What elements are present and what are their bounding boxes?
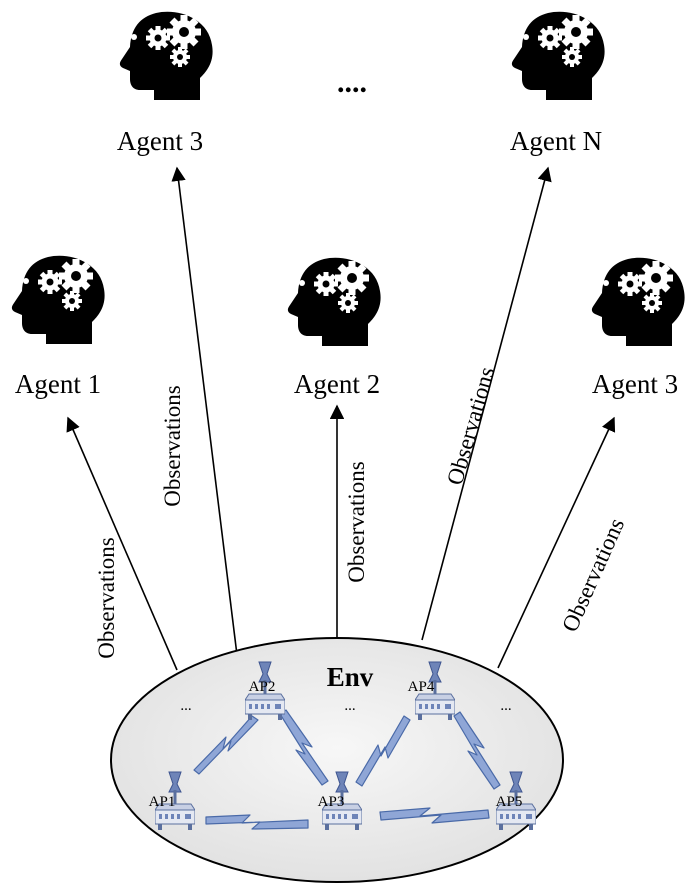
arrow-to-agent-1 [66,416,178,671]
wireless-links [193,709,501,830]
agent-row-left-label: Agent 1 [15,369,101,399]
access-point-ap4: AP4 [408,661,455,721]
agents-ellipsis: .... [337,66,367,99]
agent-row-right-label: Agent 3 [592,369,678,399]
observation-label-5: Observations [557,514,629,635]
agent-top-right-label: Agent N [510,126,602,156]
environment-title: Env [327,662,374,692]
agent-row-left-icon [11,255,105,344]
access-point-ap5: AP5 [496,771,536,831]
link-ap1-ap3 [205,814,309,830]
agent-row-center-icon [287,257,381,346]
link-ap4-ap5 [453,711,501,790]
observation-label-3: Observations [344,461,369,582]
agent-row-center-label: Agent 2 [294,369,380,399]
ap-label: AP5 [496,794,523,810]
link-ap2-ap3 [279,709,329,786]
agent-row-right-icon [591,257,685,346]
observation-arrows [66,166,616,671]
arrow-to-agent-3-top [171,166,238,656]
ap-label: AP2 [249,679,276,695]
env-ellipsis-3: ... [500,698,511,714]
access-point-ap3: AP3 [318,771,362,831]
env-ellipsis-1: ... [180,698,191,714]
env-ellipsis-2: ... [344,698,355,714]
ap-label: AP1 [149,794,176,810]
access-point-ap2: AP2 [245,661,285,721]
arrow-to-agent-3-right [497,416,616,669]
agent-top-right-icon [511,11,605,100]
observation-label-4: Observations [442,364,499,488]
access-point-ap1: AP1 [149,771,195,831]
link-ap3-ap5 [379,807,490,824]
agent-top-left-icon [119,11,213,100]
agent-top-left-label: Agent 3 [117,126,203,156]
arrow-to-agent-n [421,166,552,641]
ap-label: AP4 [408,679,435,695]
observation-labels: Observations Observations Observations O… [94,364,629,659]
link-ap1-ap2 [193,715,259,775]
link-ap3-ap4 [355,715,411,787]
ap-label: AP3 [318,794,345,810]
observation-label-2: Observations [160,385,185,506]
observation-label-1: Observations [94,537,119,658]
